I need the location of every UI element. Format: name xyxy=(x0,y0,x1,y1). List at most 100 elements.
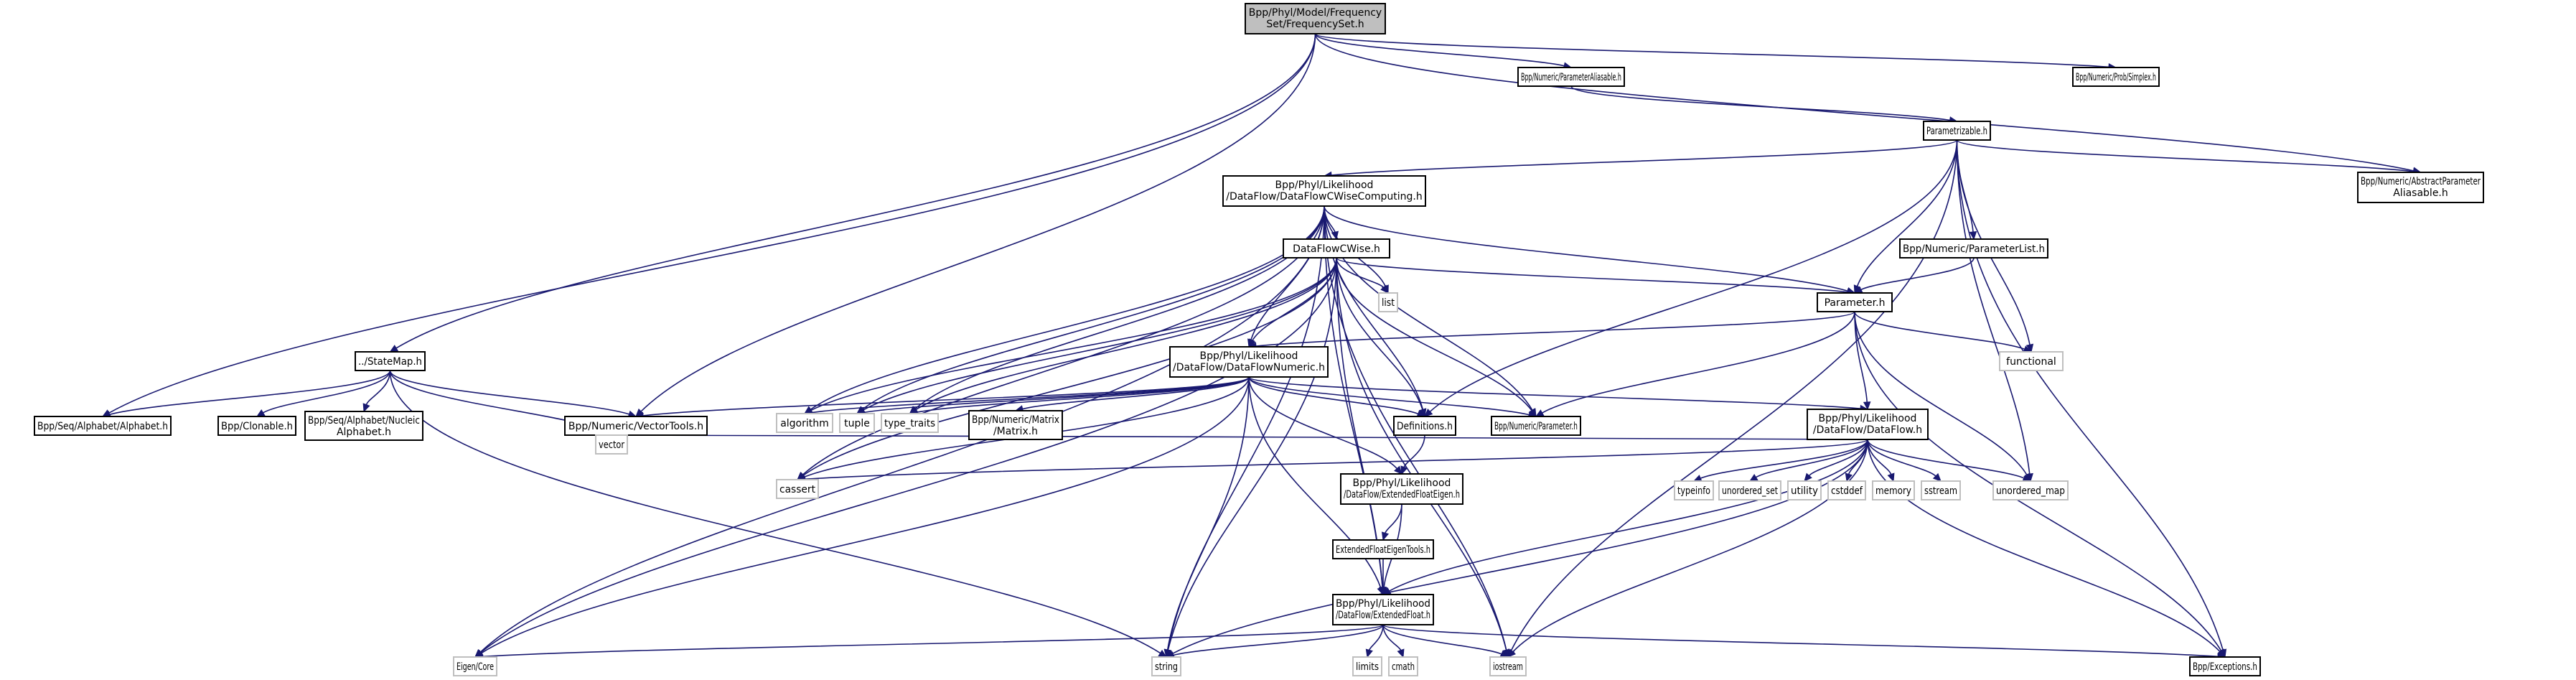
edge-dfcwise-to-list xyxy=(1336,257,1389,294)
node-box xyxy=(217,416,296,436)
edge-extFloat-to-limits xyxy=(1365,624,1384,658)
edge-dfcwise-to-parameterH xyxy=(1336,257,1856,296)
node-definitions[interactable]: Definitions.h xyxy=(1393,416,1456,436)
edge-parametrizable-to-dfcwComputing xyxy=(1323,139,1958,180)
node-box xyxy=(1718,480,1781,500)
node-simplex[interactable]: Bpp/Numeric/Prob/Simplex.h xyxy=(2072,67,2160,87)
node-box xyxy=(1787,480,1822,500)
edge-line xyxy=(1867,439,2221,653)
edge-dataFlow-to-string xyxy=(1165,439,1868,658)
node-numparameter[interactable]: Bpp/Numeric/Parameter.h xyxy=(1491,416,1581,436)
edge-extFloat-to-eigenCore xyxy=(474,624,1384,661)
edge-line xyxy=(1166,376,1250,651)
arrowhead-icon xyxy=(1887,472,1895,483)
node-alphabet[interactable]: Bpp/Seq/Alphabet/Alphabet.h xyxy=(34,416,172,436)
node-dfnumeric[interactable]: Bpp/Phyl/Likelihood/DataFlow/DataFlowNum… xyxy=(1169,346,1329,378)
edge-dfcwise-to-typeTraits xyxy=(909,257,1337,414)
node-clonable[interactable]: Bpp/Clonable.h xyxy=(217,416,296,436)
node-cassert: cassert xyxy=(776,479,819,499)
node-matrix[interactable]: Bpp/Numeric/Matrix/Matrix.h xyxy=(968,410,1063,440)
node-exceptions[interactable]: Bpp/Exceptions.h xyxy=(2189,656,2261,676)
edge-line xyxy=(1324,205,1848,292)
node-label: utility xyxy=(1791,485,1818,497)
node-iostream: iostream xyxy=(1489,656,1527,676)
node-label: Bpp/Phyl/Likelihood xyxy=(1353,478,1451,489)
node-label: Alphabet.h xyxy=(337,427,391,438)
node-extfloat[interactable]: Bpp/Phyl/Likelihood/DataFlow/ExtendedFlo… xyxy=(1332,594,1434,625)
node-algorithm: algorithm xyxy=(776,413,833,433)
edge-line xyxy=(1314,33,2109,68)
arrowhead-icon xyxy=(362,403,370,413)
edge-line xyxy=(802,205,1325,475)
node-dfcwise[interactable]: DataFlowCWise.h xyxy=(1283,238,1390,259)
edge-line xyxy=(365,370,391,405)
node-dataflow[interactable]: Bpp/Phyl/Likelihood/DataFlow/DataFlow.h xyxy=(1807,409,1929,440)
edge-line xyxy=(395,33,1316,349)
node-root[interactable]: Bpp/Phyl/Model/FrequencySet/FrequencySet… xyxy=(1245,3,1386,34)
node-label: cmath xyxy=(1392,661,1415,673)
edge-line xyxy=(1314,33,2414,172)
node-parameterh[interactable]: Parameter.h xyxy=(1817,292,1893,312)
node-parametrizable[interactable]: Parametrizable.h xyxy=(1923,121,1991,141)
edge-root-to-stateMap xyxy=(389,33,1316,353)
node-typetraits: type_traits xyxy=(881,413,939,433)
node-extfloateigentools[interactable]: ExtendedFloatEigenTools.h xyxy=(1332,539,1434,559)
edge-line xyxy=(915,257,1337,411)
node-paramaliasable[interactable]: Bpp/Numeric/ParameterAliasable.h xyxy=(1517,67,1625,87)
node-label: ../StateMap.h xyxy=(358,356,422,368)
edge-line xyxy=(917,376,1250,413)
node-box xyxy=(1222,175,1426,207)
edge-parametrizable-to-abstractParamAliasable xyxy=(1956,139,2422,175)
node-label: iostream xyxy=(1493,661,1523,673)
node-label: Bpp/Phyl/Likelihood xyxy=(1200,350,1298,362)
arrowhead-icon xyxy=(1845,472,1853,483)
edge-dfNumeric-to-numParameter xyxy=(1248,376,1537,419)
arrowhead-icon xyxy=(1932,472,1942,482)
edge-line xyxy=(1382,624,2219,658)
node-box xyxy=(968,410,1063,440)
edge-definitions-to-extFloatEigen xyxy=(1400,434,1425,475)
node-box xyxy=(1378,292,1398,312)
edge-line xyxy=(1167,257,1337,651)
edge-parameterH-to-functional xyxy=(1854,311,2033,353)
node-label: Bpp/Seq/Alphabet/Alphabet.h xyxy=(37,421,168,432)
edge-line xyxy=(1542,311,1855,414)
node-dfcwcomputing[interactable]: Bpp/Phyl/Likelihood/DataFlow/DataFlowCWi… xyxy=(1222,175,1426,207)
arrowhead-icon xyxy=(1969,231,1977,241)
edge-dfcwise-to-eigenCore xyxy=(474,257,1337,658)
node-statemap[interactable]: ../StateMap.h xyxy=(355,351,426,371)
node-extfloateigen[interactable]: Bpp/Phyl/Likelihood/DataFlow/ExtendedFlo… xyxy=(1340,473,1463,505)
arrowhead-icon xyxy=(1748,473,1758,482)
node-box xyxy=(776,479,819,499)
node-label: Aliasable.h xyxy=(2393,187,2448,199)
edge-line xyxy=(1336,257,1385,288)
edge-parametrizable-to-parameterH xyxy=(1853,139,1958,294)
edge-line xyxy=(1856,139,1958,287)
node-label: algorithm xyxy=(780,418,829,429)
node-label: Eigen/Core xyxy=(456,661,494,673)
edge-dataFlow-to-sstream xyxy=(1867,439,1942,482)
node-label: Bpp/Phyl/Likelihood xyxy=(1336,598,1430,610)
node-vectortools[interactable]: Bpp/Numeric/VectorTools.h xyxy=(564,416,708,436)
edge-dfcwComputing-to-dfNumeric xyxy=(1247,205,1325,348)
node-label: Bpp/Numeric/AbstractParameter xyxy=(2361,176,2481,187)
edge-root-to-abstractParamAliasable xyxy=(1314,33,2422,174)
node-cstddef: cstddef xyxy=(1827,480,1866,500)
node-paramlist[interactable]: Bpp/Numeric/ParameterList.h xyxy=(1899,238,2048,259)
edge-line xyxy=(1403,434,1425,467)
node-box xyxy=(1340,473,1463,505)
edge-line xyxy=(1429,139,1958,412)
node-box xyxy=(1921,480,1961,500)
edge-line xyxy=(389,370,629,415)
node-label: type_traits xyxy=(884,418,935,429)
edge-dfcwComputing-to-algorithm xyxy=(804,205,1325,414)
nodes-layer: Bpp/Phyl/Model/FrequencySet/FrequencySet… xyxy=(34,3,2484,676)
node-vector: vector xyxy=(595,434,628,455)
node-label: Bpp/Phyl/Model/Frequency xyxy=(1249,7,1382,19)
node-box xyxy=(1332,539,1434,559)
node-label: Bpp/Clonable.h xyxy=(221,421,293,432)
node-tuple: tuple xyxy=(839,413,875,433)
edge-line xyxy=(1336,257,1423,410)
